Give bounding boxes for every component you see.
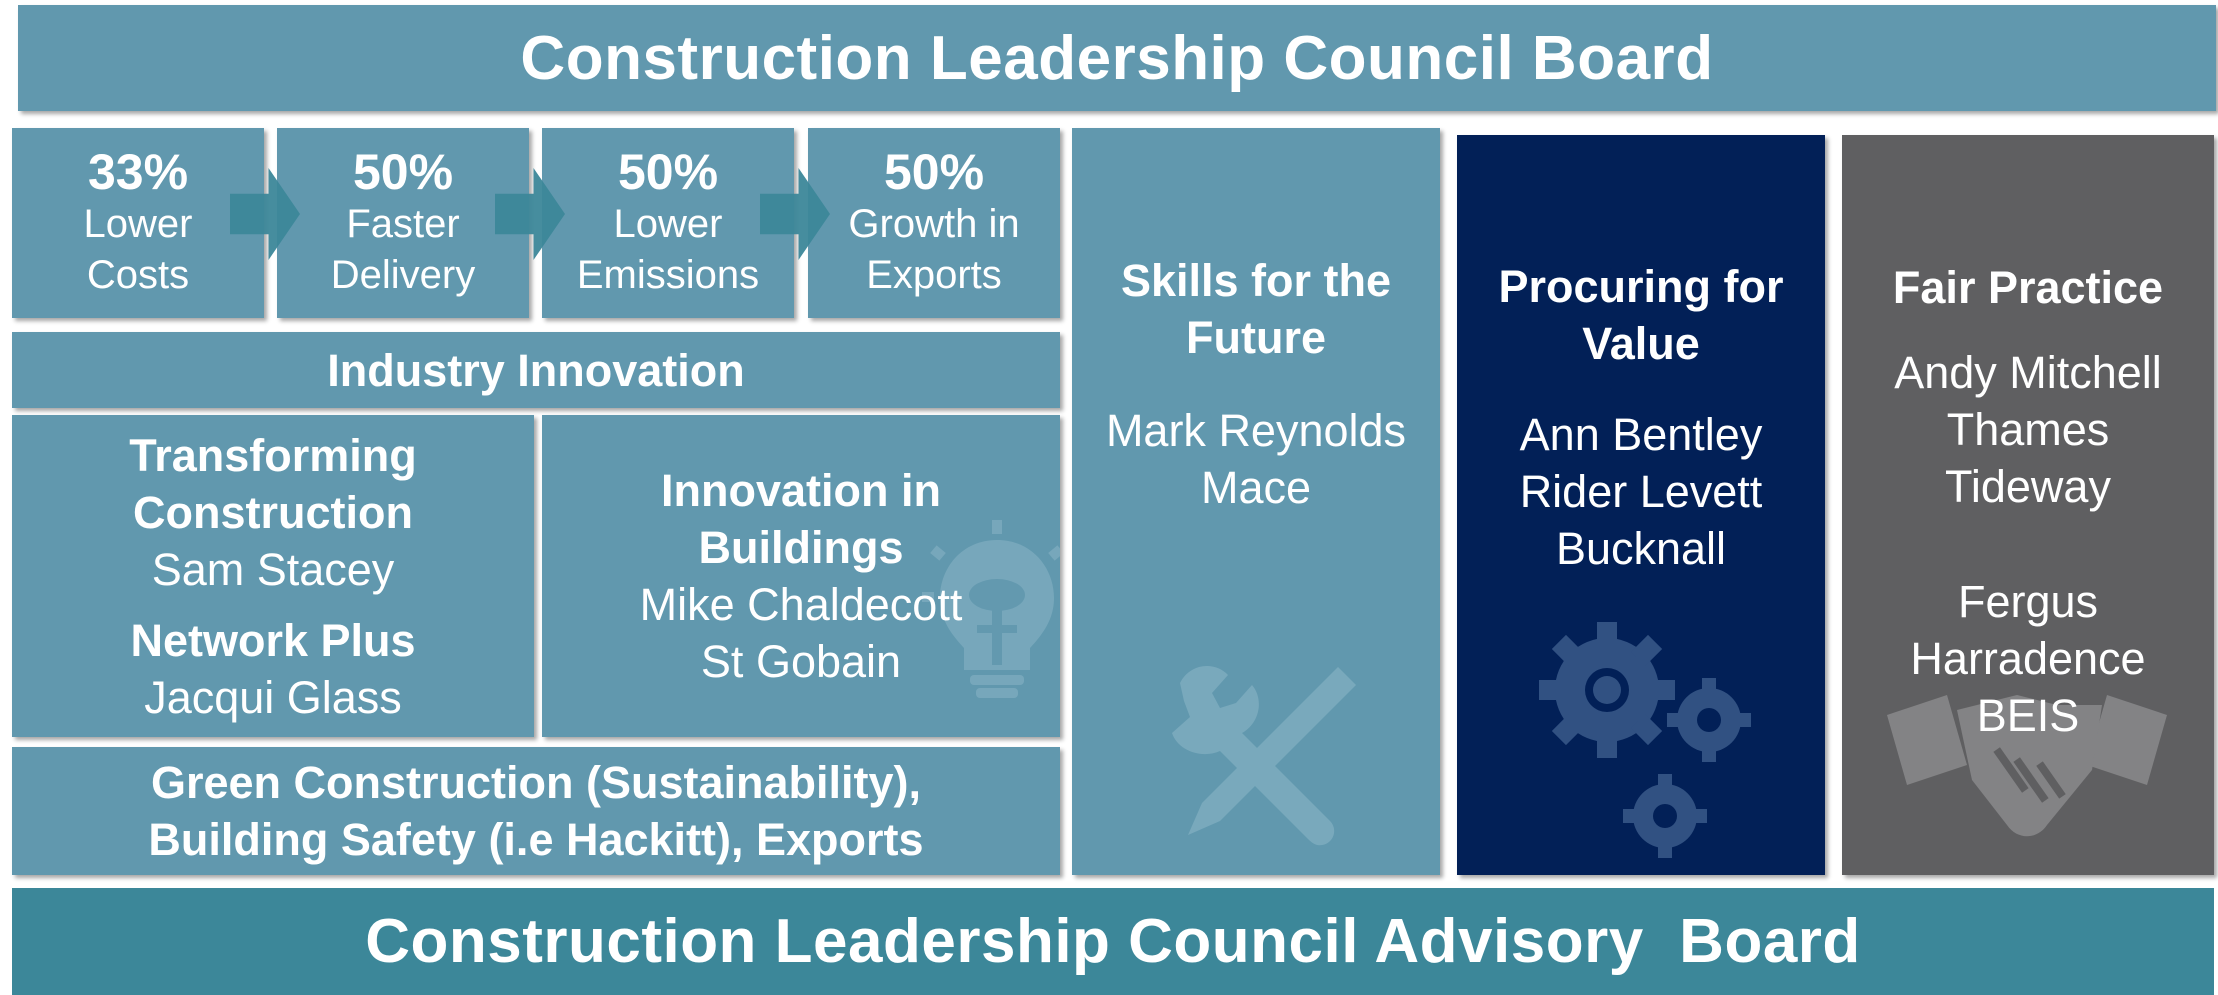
panel-org: Mace xyxy=(1200,462,1312,513)
themes-line: Building Safety (i.e Hackitt), Exports xyxy=(148,814,924,865)
panel-heading: Fair Practice xyxy=(1892,262,2164,313)
panel-person: Mike Chaldecott xyxy=(639,579,963,630)
target-emissions: 50% Lower Emissions xyxy=(542,128,794,318)
target-delivery: 50% Faster Delivery xyxy=(277,128,529,318)
innovation-buildings-panel: Innovation in Buildings Mike Chaldecott … xyxy=(542,415,1060,737)
target-value: 50% xyxy=(352,144,454,200)
target-label: Costs xyxy=(86,253,190,297)
tools-icon xyxy=(1172,665,1356,846)
board-title: Construction Leadership Council Board xyxy=(520,23,1714,93)
handshake-icon xyxy=(1887,695,2167,837)
target-label: Lower xyxy=(613,202,723,246)
gears-icon xyxy=(1539,622,1751,858)
target-label: Delivery xyxy=(330,253,476,297)
skills-panel: Skills for the Future Mark Reynolds Mace xyxy=(1072,128,1440,875)
themes-panel: Green Construction (Sustainability), Bui… xyxy=(12,747,1060,875)
panel-person: Sam Stacey xyxy=(151,543,395,595)
target-value: 33% xyxy=(87,144,189,200)
target-label: Growth in xyxy=(848,202,1020,246)
target-value: 50% xyxy=(883,144,985,200)
panel-org: Thames xyxy=(1946,404,2110,455)
target-label: Faster xyxy=(346,202,460,246)
panel-org: Rider Levett xyxy=(1519,466,1763,517)
target-costs: 33% Lower Costs xyxy=(12,128,264,318)
transforming-construction-panel: Transforming Construction Sam Stacey Net… xyxy=(12,415,534,737)
target-label: Exports xyxy=(866,253,1002,297)
panel-org: BEIS xyxy=(1976,690,2080,741)
panel-org: St Gobain xyxy=(700,636,902,687)
industry-innovation-title: Industry Innovation xyxy=(327,344,745,396)
procuring-panel: Procuring for Value Ann Bentley Rider Le… xyxy=(1457,135,1825,875)
panel-person: Harradence xyxy=(1910,633,2146,684)
panel-heading: Transforming xyxy=(129,429,417,481)
panel-heading: Procuring for xyxy=(1498,261,1784,312)
target-exports: 50% Growth in Exports xyxy=(808,128,1060,318)
panel-org: Tideway xyxy=(1945,461,2111,512)
panel-person: Mark Reynolds xyxy=(1105,405,1407,456)
panel-heading: Construction xyxy=(133,486,413,538)
panel-heading: Skills for the xyxy=(1120,255,1392,306)
industry-innovation-header: Industry Innovation xyxy=(12,332,1060,408)
top-board-banner: Construction Leadership Council Board xyxy=(18,5,2216,111)
target-value: 50% xyxy=(617,144,719,200)
fair-practice-panel: Fair Practice Andy Mitchell Thames Tidew… xyxy=(1842,135,2214,875)
panel-heading: Future xyxy=(1186,312,1326,363)
advisory-board-banner: Construction Leadership Council Advisory… xyxy=(12,888,2214,995)
target-label: Emissions xyxy=(576,253,760,297)
panel-heading: Network Plus xyxy=(130,614,416,666)
lightbulb-icon xyxy=(922,520,1060,698)
panel-heading: Value xyxy=(1582,318,1700,369)
panel-org: Bucknall xyxy=(1555,523,1727,574)
panel-person: Jacqui Glass xyxy=(144,671,402,723)
panel-heading: Buildings xyxy=(698,522,904,573)
advisory-board-title: Construction Leadership Council Advisory… xyxy=(365,907,1861,976)
panel-person: Andy Mitchell xyxy=(1894,347,2162,398)
panel-person: Ann Bentley xyxy=(1519,409,1763,460)
panel-person: Fergus xyxy=(1957,576,2099,627)
panel-heading: Innovation in xyxy=(661,465,941,516)
target-label: Lower xyxy=(83,202,193,246)
themes-line: Green Construction (Sustainability), xyxy=(150,757,922,808)
